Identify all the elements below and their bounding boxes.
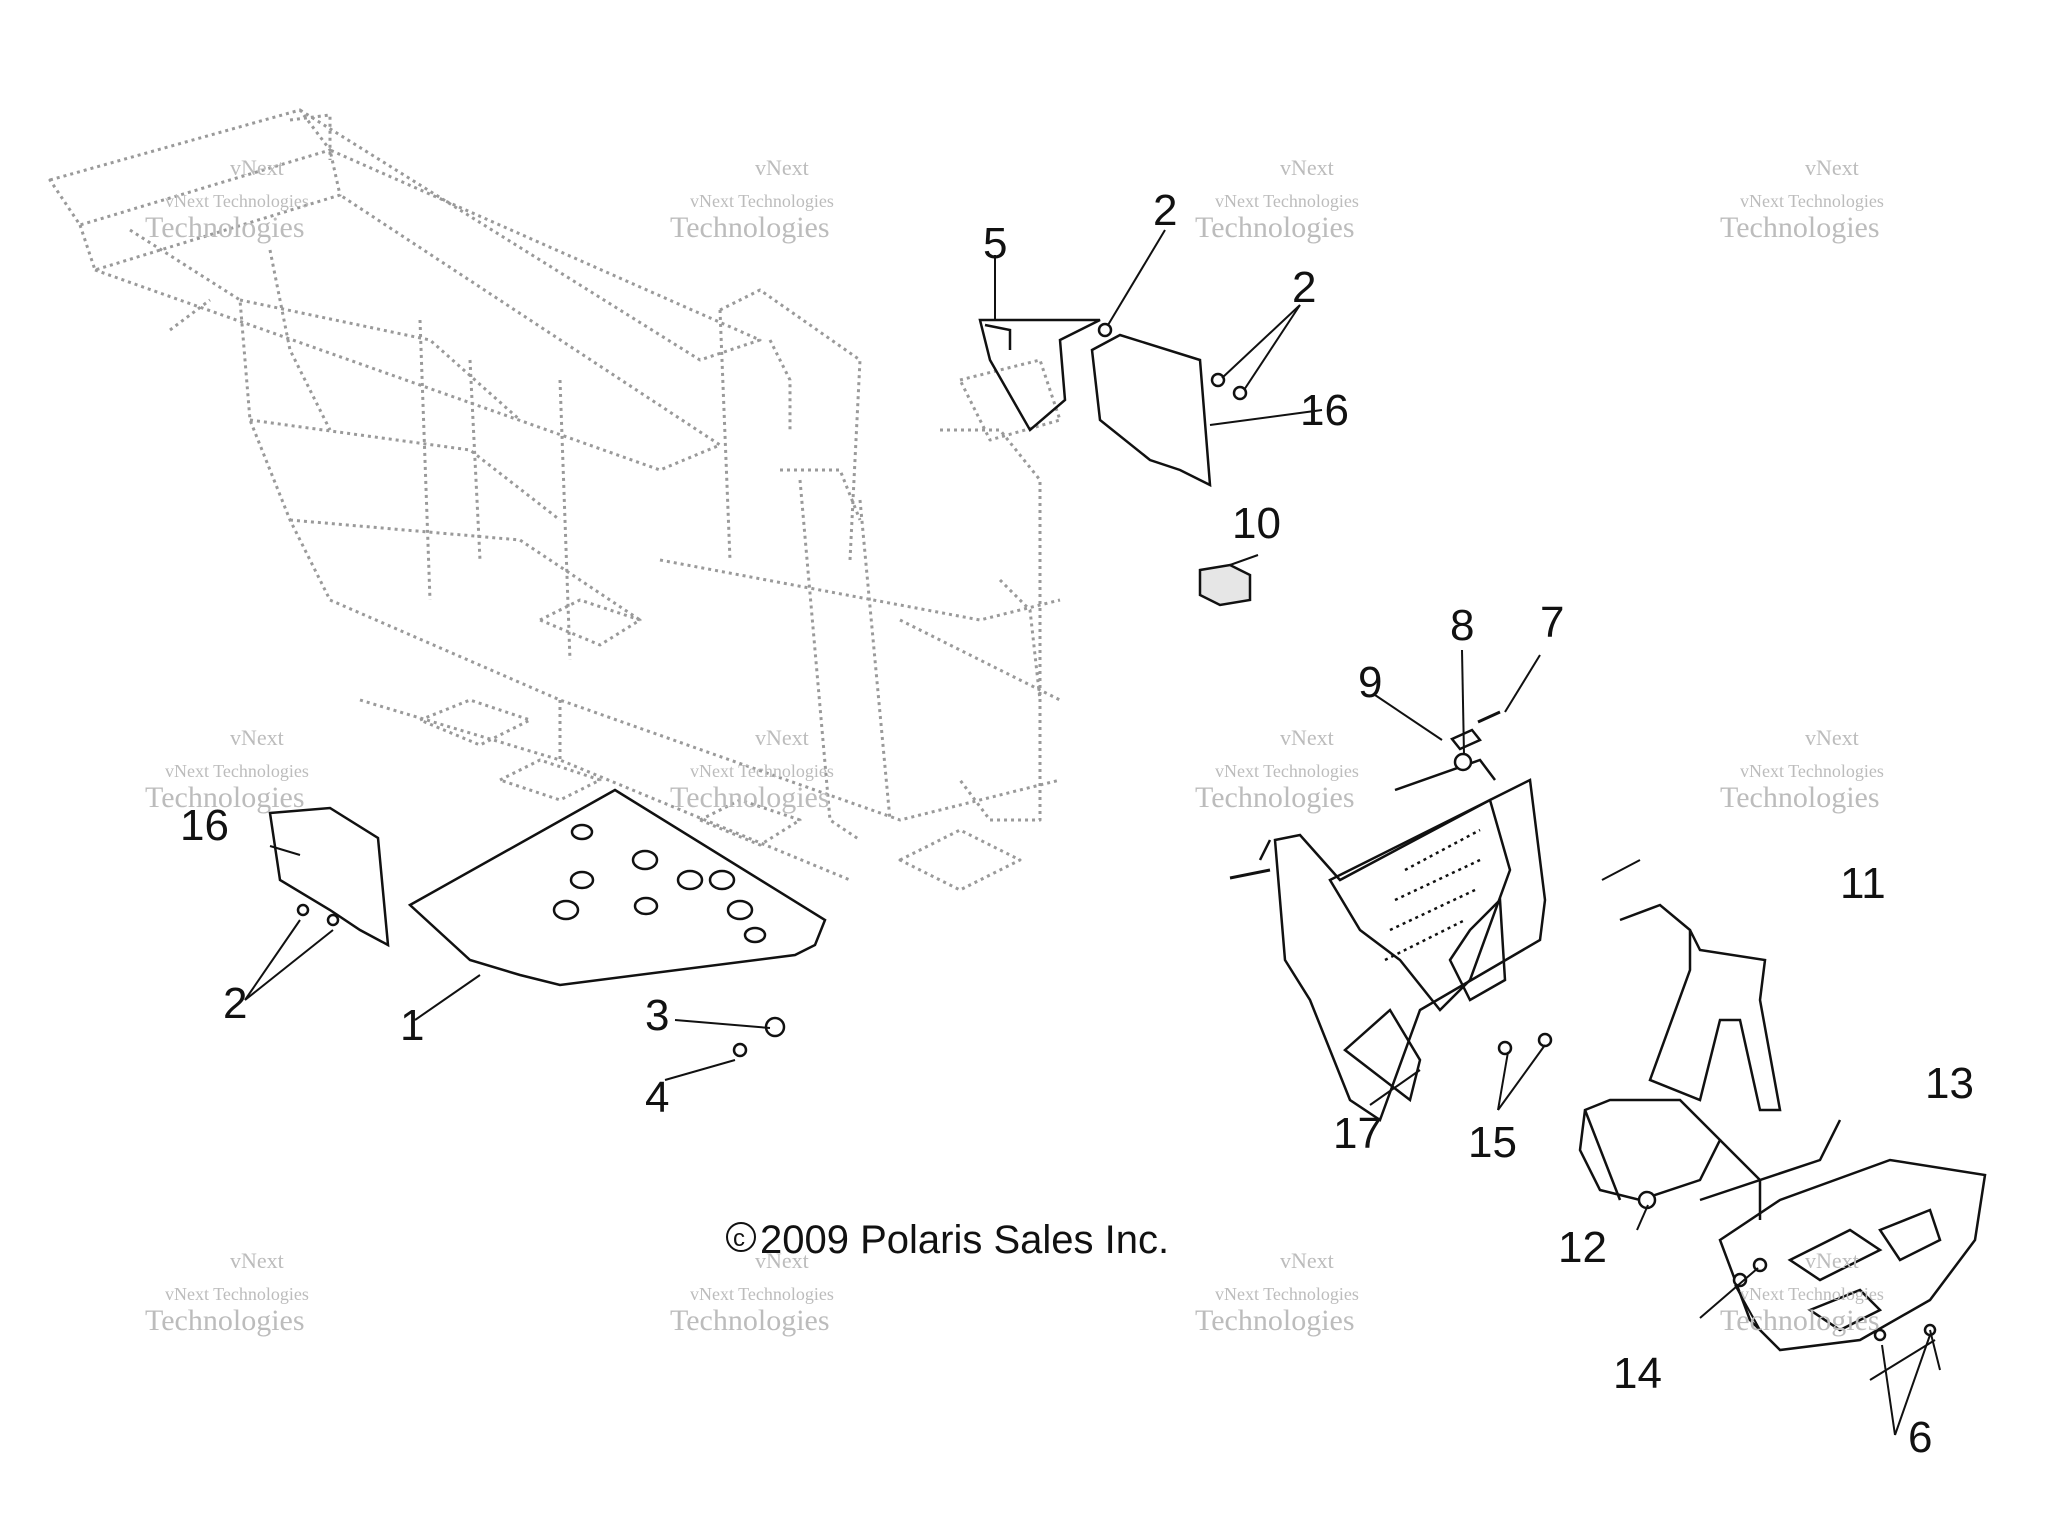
svg-text:Technologies: Technologies: [670, 781, 830, 814]
callout-10: 10: [1232, 499, 1281, 548]
leader-lines: [244, 229, 1941, 1436]
svg-text:Technologies: Technologies: [1720, 781, 1880, 814]
svg-text:vNext: vNext: [1280, 725, 1334, 750]
svg-text:vNext Technologies: vNext Technologies: [690, 761, 834, 781]
svg-text:vNext: vNext: [755, 1248, 809, 1273]
watermark-2: vNext vNext Technologies Technologies: [670, 155, 834, 244]
svg-text:Technologies: Technologies: [1195, 211, 1355, 244]
svg-text:vNext: vNext: [1805, 725, 1859, 750]
watermark-12: vNext vNext Technologies Technologies: [1720, 1248, 1884, 1337]
svg-text:Technologies: Technologies: [1720, 211, 1880, 244]
svg-text:vNext: vNext: [1805, 1248, 1859, 1273]
callout-15: 15: [1468, 1118, 1517, 1167]
callout-17: 17: [1333, 1109, 1382, 1158]
callout-labels: 1 2 2 2 3 4 5 6 7 8 9 10 11 12 13 14 15 …: [180, 186, 1974, 1462]
callout-16-top: 16: [1300, 386, 1349, 435]
watermarks: vNext vNext Technologies Technologies vN…: [145, 155, 1884, 1337]
svg-text:vNext Technologies: vNext Technologies: [690, 1284, 834, 1304]
watermark-9: vNext vNext Technologies Technologies: [145, 1248, 309, 1337]
svg-text:Technologies: Technologies: [1195, 1304, 1355, 1337]
copyright-symbol-circle: [726, 1222, 756, 1252]
side-panel-left: [268, 806, 390, 948]
callout-9: 9: [1358, 658, 1382, 707]
watermark-11: vNext vNext Technologies Technologies: [1195, 1248, 1359, 1337]
callout-3: 3: [645, 991, 669, 1040]
callout-2-right: 2: [1292, 263, 1316, 312]
callout-6: 6: [1908, 1413, 1932, 1462]
watermark-7: vNext vNext Technologies Technologies: [1195, 725, 1359, 814]
bracket: [978, 318, 1101, 432]
watermark-4: vNext vNext Technologies Technologies: [1720, 155, 1884, 244]
callout-1: 1: [400, 1001, 424, 1050]
side-panel-top: [1090, 333, 1212, 488]
svg-text:vNext: vNext: [755, 725, 809, 750]
block-part: [1198, 563, 1252, 607]
hardware: [732, 322, 1937, 1342]
copyright-notice: c 2009 Polaris Sales Inc.: [726, 1218, 1169, 1262]
svg-text:vNext Technologies: vNext Technologies: [1740, 191, 1884, 211]
watermark-6: vNext vNext Technologies Technologies: [670, 725, 834, 814]
svg-text:Technologies: Technologies: [1195, 781, 1355, 814]
svg-text:Technologies: Technologies: [145, 781, 305, 814]
svg-text:vNext: vNext: [755, 155, 809, 180]
svg-text:vNext: vNext: [230, 725, 284, 750]
svg-text:vNext Technologies: vNext Technologies: [1215, 191, 1359, 211]
svg-text:vNext Technologies: vNext Technologies: [1215, 761, 1359, 781]
svg-text:vNext: vNext: [1280, 1248, 1334, 1273]
svg-text:vNext Technologies: vNext Technologies: [690, 191, 834, 211]
watermark-8: vNext vNext Technologies Technologies: [1720, 725, 1884, 814]
watermark-10: vNext vNext Technologies Technologies: [670, 1248, 834, 1337]
svg-text:vNext: vNext: [230, 1248, 284, 1273]
callout-2-top: 2: [1153, 186, 1177, 235]
svg-text:Technologies: Technologies: [145, 211, 305, 244]
svg-text:vNext Technologies: vNext Technologies: [165, 191, 309, 211]
svg-text:vNext Technologies: vNext Technologies: [1740, 1284, 1884, 1304]
watermark-3: vNext vNext Technologies Technologies: [1195, 155, 1359, 244]
lower-skid: [1718, 1158, 1987, 1352]
callout-13: 13: [1925, 1059, 1974, 1108]
svg-text:vNext: vNext: [1280, 155, 1334, 180]
svg-text:vNext Technologies: vNext Technologies: [1740, 761, 1884, 781]
callout-14: 14: [1613, 1349, 1662, 1398]
vehicle-frame: [48, 108, 1062, 892]
svg-text:vNext: vNext: [230, 155, 284, 180]
callout-7: 7: [1540, 598, 1564, 647]
front-grille: [1258, 758, 1547, 1122]
front-bumper: [1578, 903, 1842, 1220]
svg-text:Technologies: Technologies: [145, 1304, 305, 1337]
callout-11: 11: [1840, 859, 1886, 908]
svg-text:Technologies: Technologies: [670, 1304, 830, 1337]
callout-4: 4: [645, 1073, 669, 1122]
svg-text:vNext: vNext: [1805, 155, 1859, 180]
callout-2-left: 2: [223, 979, 247, 1028]
svg-text:vNext Technologies: vNext Technologies: [1215, 1284, 1359, 1304]
svg-text:Technologies: Technologies: [1720, 1304, 1880, 1337]
watermark-1: vNext vNext Technologies Technologies: [145, 155, 309, 244]
skid-plate: [407, 788, 827, 987]
callout-12: 12: [1558, 1223, 1607, 1272]
svg-text:vNext Technologies: vNext Technologies: [165, 761, 309, 781]
callout-5: 5: [983, 219, 1007, 268]
callout-8: 8: [1450, 601, 1474, 650]
svg-text:Technologies: Technologies: [670, 211, 830, 244]
copyright-symbol: c: [733, 1225, 745, 1252]
watermark-5: vNext vNext Technologies Technologies: [145, 725, 309, 814]
svg-text:vNext Technologies: vNext Technologies: [165, 1284, 309, 1304]
copyright-text: 2009 Polaris Sales Inc.: [760, 1218, 1169, 1262]
callout-16-left: 16: [180, 801, 229, 850]
